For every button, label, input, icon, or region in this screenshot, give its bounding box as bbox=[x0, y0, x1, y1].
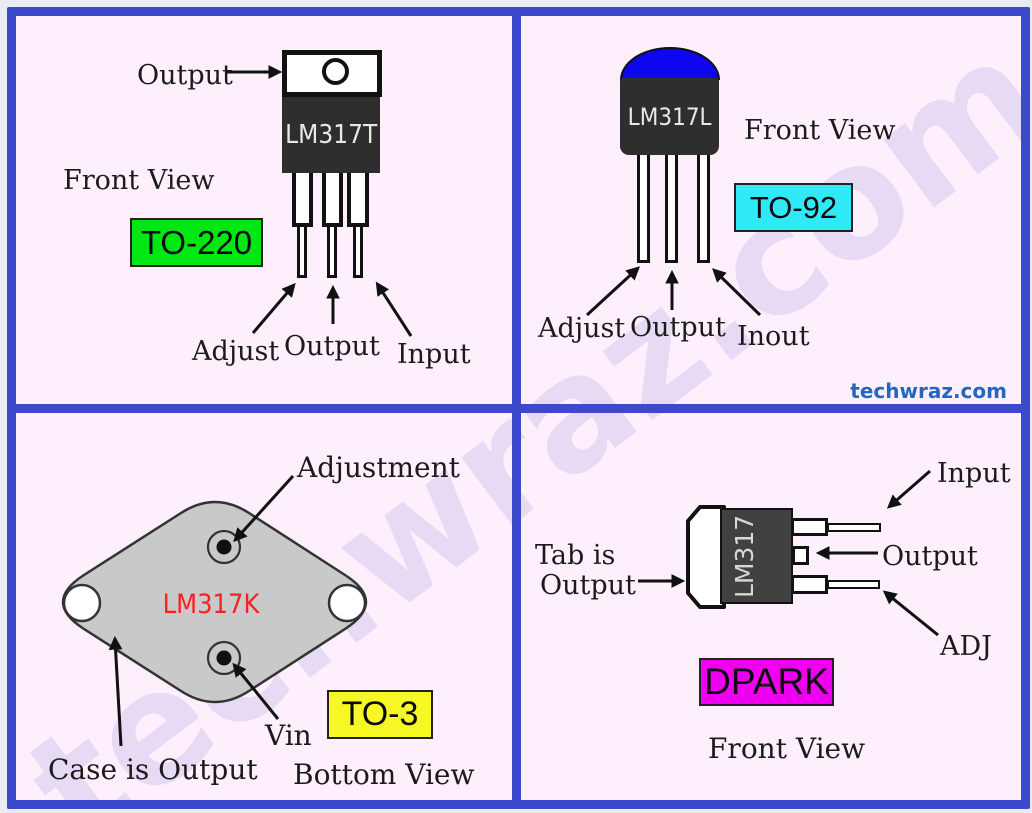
to92-pin3-arrow bbox=[712, 268, 762, 317]
dpark-pin1-lead bbox=[827, 523, 881, 532]
to92-view-label: Front View bbox=[744, 115, 896, 146]
to220-pin1-arrow bbox=[251, 282, 296, 334]
to92-part-number: LM317L bbox=[627, 102, 712, 131]
site-credit: techwraz.com bbox=[850, 379, 1007, 403]
to92-leg3 bbox=[697, 155, 710, 263]
panel-to220: Output LM317T Front View TO-220 Adjust O… bbox=[16, 16, 512, 404]
to3-case-label: Case is Output bbox=[48, 753, 258, 786]
to220-mounting-hole bbox=[322, 58, 349, 85]
to220-body: LM317T bbox=[282, 97, 380, 173]
to3-view-label: Bottom View bbox=[293, 758, 475, 791]
to3-pin-top-ring bbox=[206, 529, 242, 565]
dpark-tab-label-line1: Tab is bbox=[535, 540, 616, 571]
to220-tab-pin-label: Output bbox=[137, 60, 233, 91]
dpark-pin3-label: ADJ bbox=[940, 631, 992, 662]
divider-horizontal bbox=[16, 404, 1021, 413]
dpark-pin1-label: Input bbox=[937, 458, 1011, 489]
to3-pin-top-label: Adjustment bbox=[297, 451, 460, 484]
to92-pin3-label: Inout bbox=[737, 321, 810, 352]
to3-case-arrow bbox=[108, 635, 123, 747]
to92-body: LM317L bbox=[620, 78, 719, 155]
to220-view-label: Front View bbox=[63, 165, 215, 196]
to3-mounting-hole-left bbox=[62, 583, 102, 623]
to92-pin2-label: Output bbox=[630, 312, 726, 343]
to3-package-badge: TO-3 bbox=[327, 690, 433, 739]
to220-leg2-upper bbox=[322, 173, 343, 227]
dpark-tab bbox=[686, 505, 726, 609]
panel-dpark: LM317 Tab is Output Input Output ADJ DPA… bbox=[521, 413, 1021, 800]
to220-pin1-label: Adjust bbox=[192, 336, 280, 367]
dpark-pin2-label: Output bbox=[882, 541, 978, 572]
dpark-pin3-stub bbox=[791, 575, 828, 594]
dpark-package-badge: DPARK bbox=[699, 658, 834, 706]
to220-pin2-label: Output bbox=[284, 331, 380, 362]
to3-pin-bottom-ring bbox=[206, 640, 242, 676]
dpark-part-number: LM317 bbox=[730, 514, 759, 598]
to92-leg2 bbox=[665, 155, 678, 263]
to92-leg1 bbox=[637, 155, 650, 263]
panel-to92: LM317L Front View TO-92 Adjust Output In… bbox=[521, 16, 1021, 404]
to220-package-badge: TO-220 bbox=[130, 218, 263, 267]
to220-part-number: LM317T bbox=[284, 120, 378, 150]
to3-part-number: LM317K bbox=[162, 589, 260, 620]
dpark-view-label: Front View bbox=[708, 732, 866, 765]
to3-mounting-hole-right bbox=[327, 583, 367, 623]
to3-pin-bottom bbox=[216, 650, 232, 666]
dpark-pin1-arrow bbox=[886, 469, 931, 509]
dpark-pin3-arrow bbox=[882, 590, 939, 637]
diagram-frame: techwraz.com Output LM317T Front bbox=[7, 7, 1030, 809]
dpark-pin3-lead bbox=[827, 580, 880, 589]
to220-leg1-upper bbox=[292, 173, 313, 227]
to220-leg2-lower bbox=[327, 227, 337, 278]
dpark-body: LM317 bbox=[720, 508, 793, 604]
to92-pin1-label: Adjust bbox=[538, 313, 626, 344]
to3-pin-top bbox=[216, 539, 232, 555]
panel-to3: LM317K Adjustment Vin Case is Output TO-… bbox=[16, 413, 512, 800]
to3-vin-arrow bbox=[232, 662, 280, 720]
to92-package-badge: TO-92 bbox=[734, 183, 853, 232]
to220-pin3-arrow bbox=[375, 281, 413, 337]
to220-leg3-lower bbox=[353, 227, 363, 278]
dpark-pin1-stub bbox=[791, 518, 828, 536]
to92-cap bbox=[620, 47, 720, 80]
to3-adjustment-arrow bbox=[233, 474, 295, 543]
dpark-pin2-stub bbox=[792, 546, 809, 565]
dpark-tab-label-line2: Output bbox=[540, 570, 636, 601]
to220-metal-tab bbox=[282, 50, 382, 97]
to92-pin1-arrow bbox=[585, 266, 641, 317]
to220-leg3-upper bbox=[347, 173, 369, 227]
to220-leg1-lower bbox=[297, 227, 307, 278]
to220-pin3-label: Input bbox=[397, 339, 471, 370]
to3-pin-bottom-label: Vin bbox=[265, 719, 312, 752]
